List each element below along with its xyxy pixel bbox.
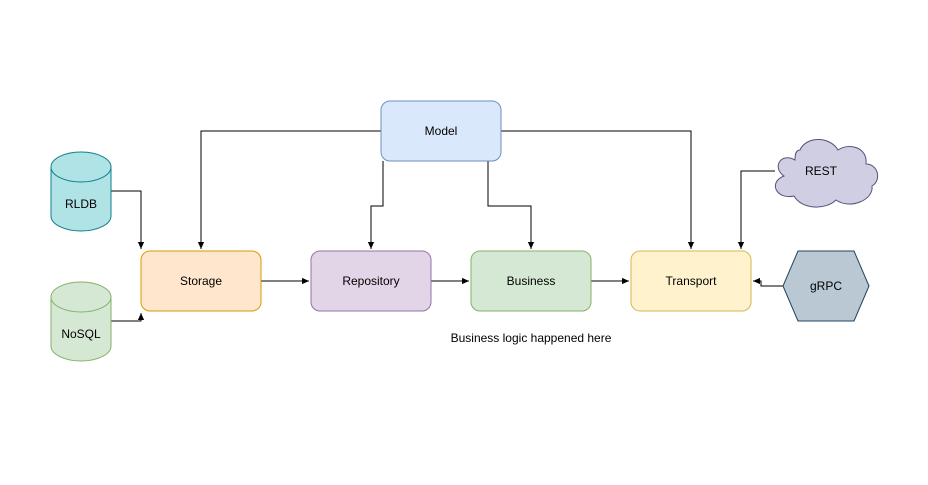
- node-model[interactable]: Model: [380, 100, 502, 162]
- node-grpc[interactable]: gRPC: [782, 250, 870, 322]
- business-label: Business: [507, 274, 556, 288]
- rest-cloud-shape: [774, 139, 879, 208]
- rldb-label: RLDB: [65, 197, 97, 211]
- edge-model-transport: [501, 130, 695, 249]
- rldb-cylinder-top: [50, 151, 112, 183]
- transport-label: Transport: [666, 274, 718, 288]
- business-note: Business logic happened here: [451, 331, 612, 345]
- repository-box: [310, 250, 432, 312]
- rldb-cylinder-body: [50, 166, 112, 232]
- grpc-hexagon-shape: [782, 250, 870, 322]
- model-label: Model: [425, 124, 458, 138]
- rest-label: REST: [805, 164, 838, 178]
- grpc-label: gRPC: [810, 279, 842, 293]
- edges: [111, 130, 783, 322]
- nosql-label: NoSQL: [61, 327, 101, 341]
- storage-box: [140, 250, 262, 312]
- edge-grpc-transport: [753, 277, 783, 287]
- business-box: [470, 250, 592, 312]
- node-transport[interactable]: Transport: [630, 250, 752, 312]
- edge-nosql-storage: [111, 313, 145, 322]
- edge-model-repository: [367, 161, 384, 249]
- node-rest[interactable]: REST: [774, 139, 879, 208]
- nosql-cylinder-body: [50, 296, 112, 362]
- node-rldb[interactable]: RLDB: [50, 151, 112, 232]
- model-box: [380, 100, 502, 162]
- node-business[interactable]: Business: [470, 250, 592, 312]
- transport-box: [630, 250, 752, 312]
- nosql-cylinder-top: [50, 281, 112, 313]
- edge-rest-transport: [737, 170, 775, 249]
- edge-model-business: [487, 161, 535, 249]
- repository-label: Repository: [342, 274, 399, 288]
- edge-rldb-storage: [111, 190, 145, 249]
- storage-label: Storage: [180, 274, 222, 288]
- edge-model-storage: [197, 130, 381, 249]
- node-nosql[interactable]: NoSQL: [50, 281, 112, 362]
- node-storage[interactable]: Storage: [140, 250, 262, 312]
- node-repository[interactable]: Repository: [310, 250, 432, 312]
